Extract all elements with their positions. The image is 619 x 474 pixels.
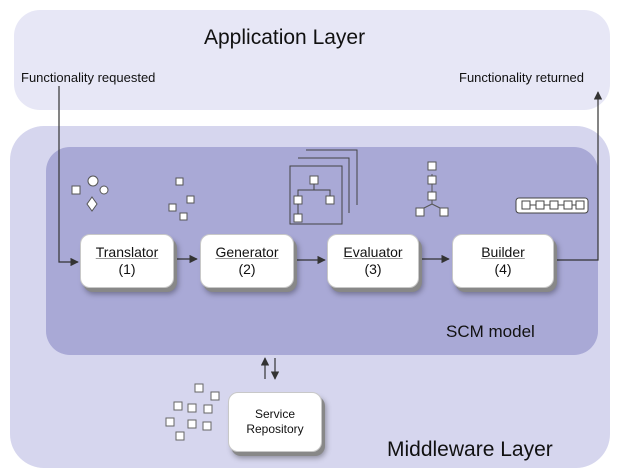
scm-model-label: SCM model [446, 322, 535, 341]
functionality-returned-label: Functionality returned [459, 70, 585, 85]
returned-flow-arrow [553, 91, 603, 261]
translator-box: Translator (1) [80, 234, 174, 288]
repository-services-icon [165, 383, 220, 441]
composed-service-chain-icon [515, 197, 589, 214]
service-repository-line2: Repository [246, 422, 304, 436]
service-repository-box: Service Repository [228, 392, 322, 452]
generator-components-icon [168, 177, 195, 221]
builder-box: Builder (4) [452, 234, 554, 288]
functionality-requested-label: Functionality requested [21, 70, 156, 85]
application-layer [14, 10, 610, 110]
requested-flow-arrow [58, 86, 79, 267]
selected-tree-icon [415, 161, 449, 217]
application-layer-title: Application Layer [204, 26, 366, 49]
evaluator-box: Evaluator (3) [327, 234, 419, 288]
evaluator-label: Evaluator [343, 244, 403, 260]
translator-label: Translator [95, 244, 159, 260]
evaluator-number: (3) [364, 261, 382, 277]
translator-input-icon [71, 175, 109, 212]
generator-box: Generator (2) [200, 234, 294, 288]
builder-number: (4) [494, 261, 512, 277]
translator-number: (1) [118, 261, 136, 277]
generator-label: Generator [215, 244, 279, 260]
service-repository-line1: Service [254, 407, 295, 421]
middleware-layer-title: Middleware Layer [387, 438, 553, 461]
generator-number: (2) [238, 261, 256, 277]
candidate-trees-icon [289, 149, 358, 225]
builder-label: Builder [481, 244, 525, 260]
